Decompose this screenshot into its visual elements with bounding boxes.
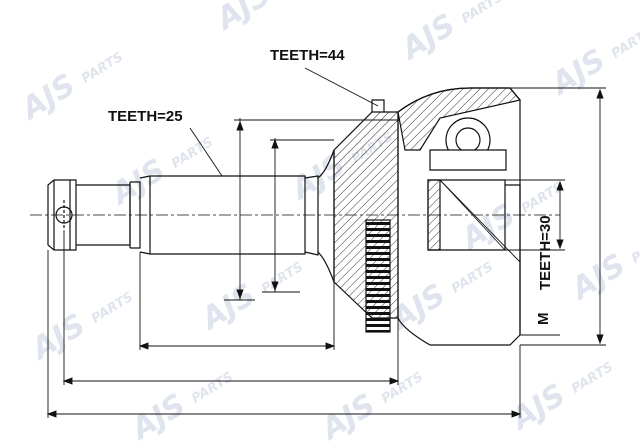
svg-text:PARTS: PARTS	[629, 230, 640, 267]
svg-text:AJS: AJS	[14, 67, 82, 127]
svg-text:PARTS: PARTS	[379, 370, 426, 407]
svg-text:AJS: AJS	[124, 387, 192, 442]
outer-housing	[333, 87, 522, 346]
svg-text:PARTS: PARTS	[609, 25, 640, 62]
abs-ring	[365, 219, 391, 333]
svg-text:PARTS: PARTS	[169, 135, 216, 172]
svg-text:AJS: AJS	[194, 277, 262, 337]
svg-text:PARTS: PARTS	[259, 260, 306, 297]
label-teeth-30: TEETH=30	[537, 215, 554, 290]
label-teeth-25: TEETH=25	[108, 108, 183, 125]
svg-text:PARTS: PARTS	[189, 370, 236, 407]
label-teeth-44: TEETH=44	[270, 47, 345, 64]
svg-text:AJS: AJS	[504, 377, 572, 437]
svg-text:AJS: AJS	[209, 0, 277, 38]
svg-text:PARTS: PARTS	[569, 360, 616, 397]
svg-text:PARTS: PARTS	[459, 0, 506, 27]
label-group: TEETH=44 TEETH=25 TEETH=30 M	[108, 47, 554, 325]
svg-text:AJS: AJS	[564, 247, 632, 307]
dimension-lines	[46, 67, 606, 418]
shaft	[30, 149, 560, 283]
label-thread-m: M	[535, 313, 552, 326]
svg-text:PARTS: PARTS	[449, 260, 496, 297]
svg-text:AJS: AJS	[104, 152, 172, 212]
svg-text:PARTS: PARTS	[79, 50, 126, 87]
svg-text:PARTS: PARTS	[89, 290, 136, 327]
svg-text:AJS: AJS	[394, 7, 462, 67]
svg-text:AJS: AJS	[314, 387, 382, 442]
svg-text:AJS: AJS	[24, 307, 92, 367]
